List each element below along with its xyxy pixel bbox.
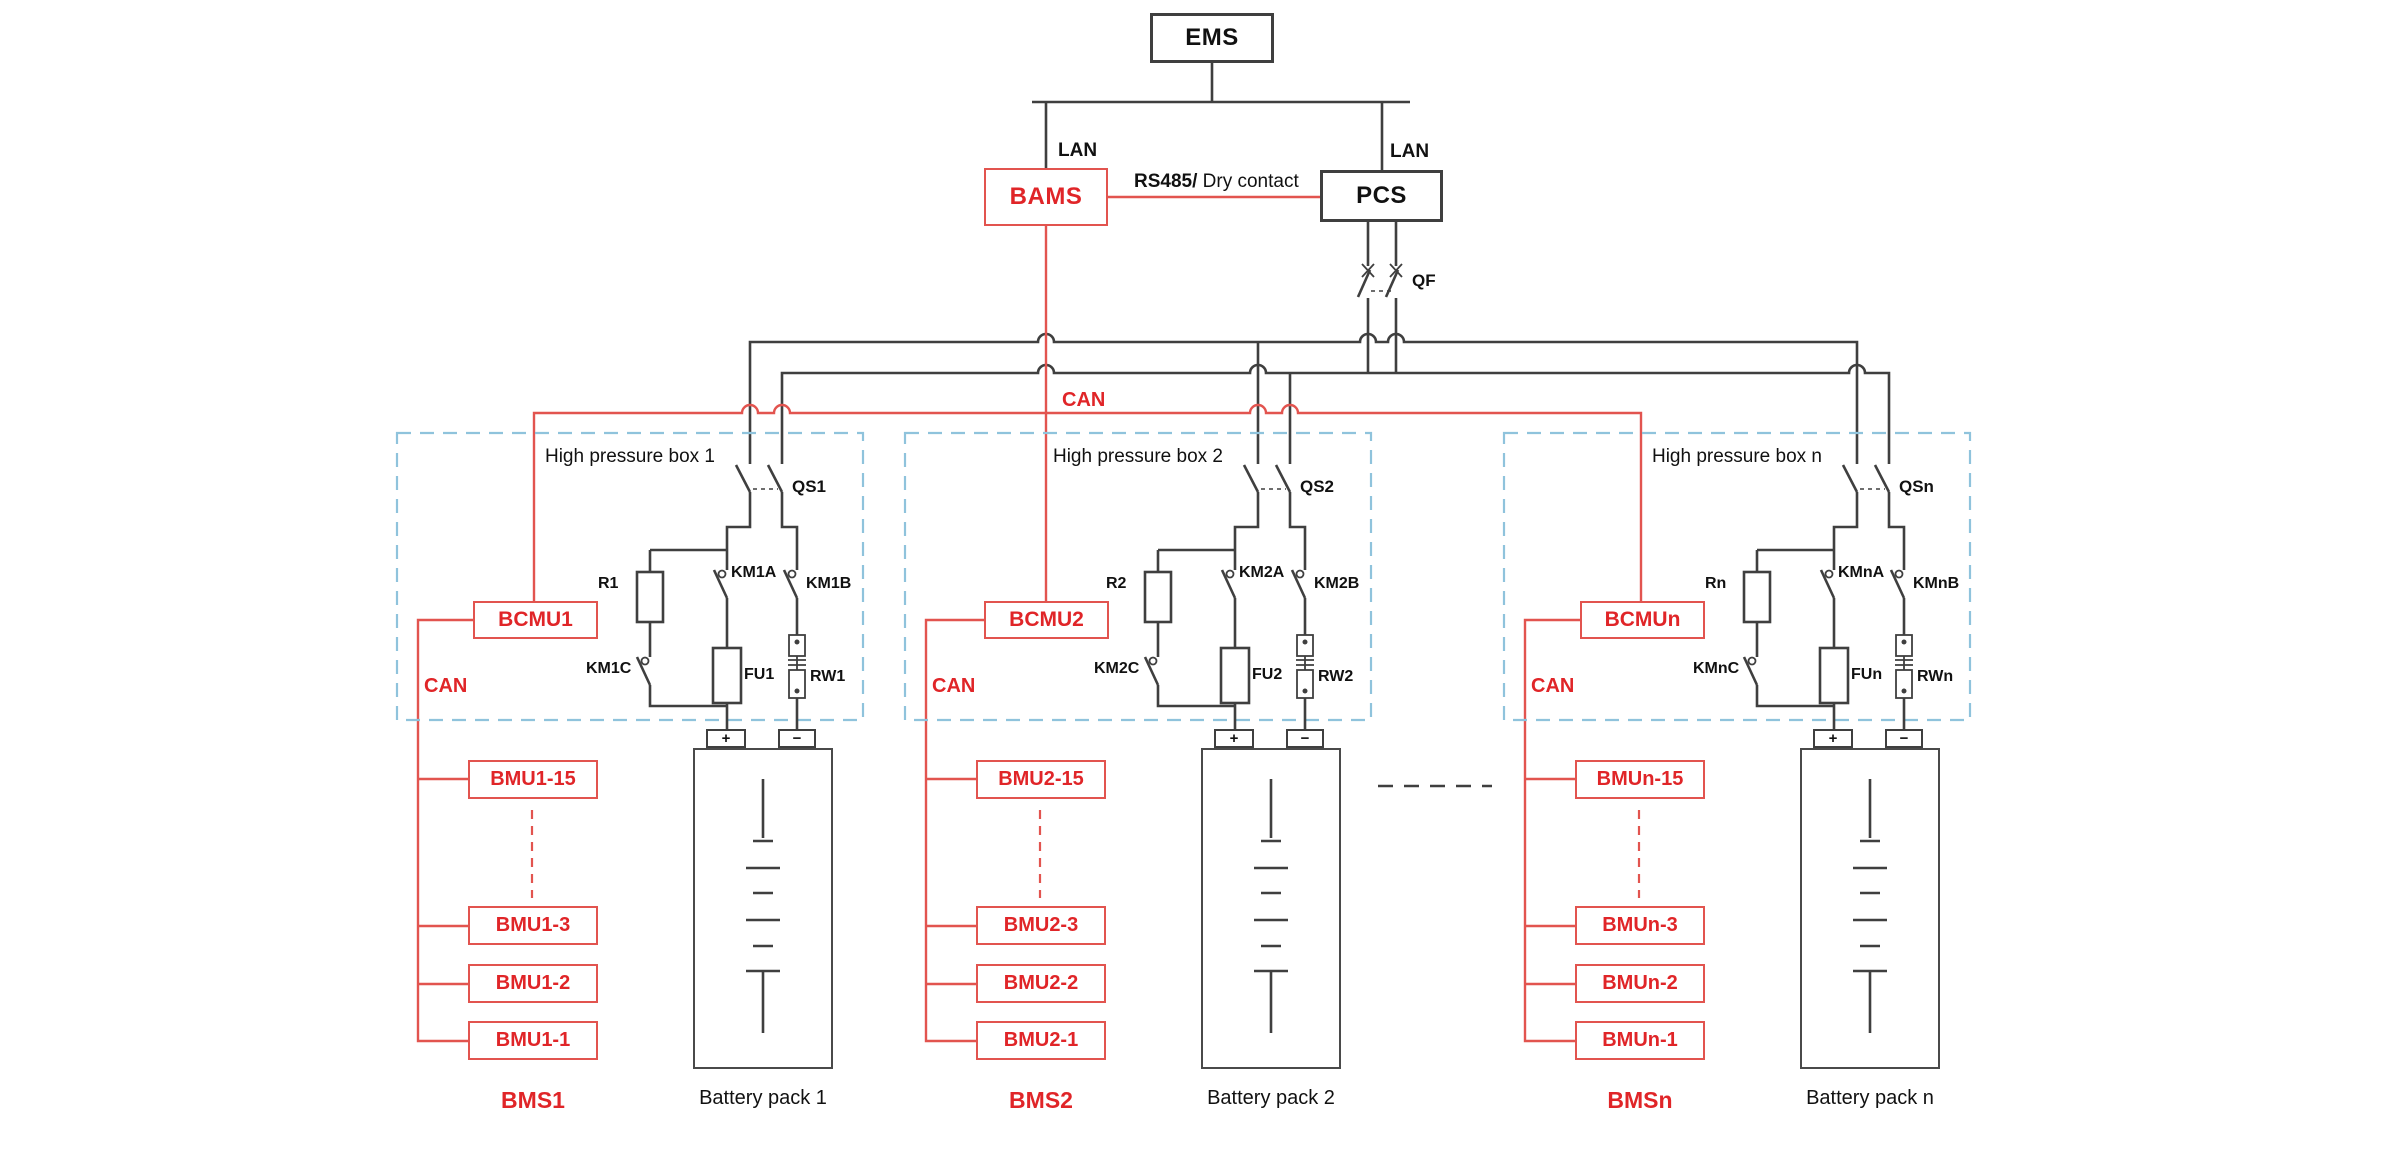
- battery-pack-2-box: [1201, 748, 1341, 1069]
- rs485-dry-contact-label: RS485/ Dry contact: [1134, 172, 1299, 192]
- ems-box: EMS: [1150, 13, 1274, 63]
- bmu2-1-box: BMU2-1: [976, 1021, 1106, 1060]
- rwn-label: RWn: [1917, 668, 1954, 685]
- high-pressure-box-1-title: High pressure box 1: [544, 446, 716, 467]
- km2c-label: KM2C: [1094, 660, 1140, 677]
- high-pressure-box-2-title: High pressure box 2: [1052, 446, 1224, 467]
- battery1-minus-terminal: −: [778, 729, 816, 748]
- bmun-3-box: BMUn-3: [1575, 906, 1705, 945]
- battery-pack-2-label: Battery pack 2: [1207, 1087, 1335, 1109]
- qs1-label: QS1: [792, 477, 827, 496]
- rw1-label: RW1: [810, 668, 846, 685]
- can-label-n: CAN: [1531, 675, 1575, 697]
- bcmu1-box: BCMU1: [473, 601, 598, 639]
- r2-label: R2: [1106, 575, 1127, 592]
- bmu1-15-box: BMU1-15: [468, 760, 598, 799]
- bams-label: BAMS: [1009, 183, 1083, 210]
- bmu2-15-box: BMU2-15: [976, 760, 1106, 799]
- fun-label: FUn: [1851, 666, 1883, 683]
- batteryn-plus-terminal: +: [1813, 729, 1853, 748]
- bmu1-2-box: BMU1-2: [468, 964, 598, 1003]
- battery2-minus-terminal: −: [1286, 729, 1324, 748]
- battery-pack-n-label: Battery pack n: [1806, 1087, 1934, 1109]
- fu2-label: FU2: [1252, 666, 1283, 683]
- bcmu2-box: BCMU2: [984, 601, 1109, 639]
- can-label-1: CAN: [424, 675, 468, 697]
- pcs-label: PCS: [1356, 182, 1407, 209]
- rn-label: Rn: [1705, 575, 1727, 592]
- km1a-label: KM1A: [731, 564, 777, 581]
- can-bus-label: CAN: [1062, 389, 1106, 411]
- battery2-plus-terminal: +: [1214, 729, 1254, 748]
- dry-contact-label: Dry contact: [1202, 171, 1299, 192]
- r1-label: R1: [598, 575, 619, 592]
- battery1-plus-terminal: +: [706, 729, 746, 748]
- bmu2-2-box: BMU2-2: [976, 964, 1106, 1003]
- bams-box: BAMS: [984, 168, 1108, 226]
- kmnb-label: KMnB: [1913, 575, 1960, 592]
- bcmun-box: BCMUn: [1580, 601, 1705, 639]
- bmu1-1-box: BMU1-1: [468, 1021, 598, 1060]
- can-wiring: [416, 195, 1643, 1043]
- battery-pack-n-box: [1800, 748, 1940, 1069]
- bms1-label: BMS1: [501, 1087, 565, 1113]
- top-bus: [748, 332, 1859, 464]
- km1b-label: KM1B: [806, 575, 852, 592]
- section2-power-wiring: [1143, 464, 1314, 1033]
- battery-pack-1-label: Battery pack 1: [699, 1087, 827, 1109]
- lan-left-label: LAN: [1058, 140, 1098, 161]
- fu1-label: FU1: [744, 666, 775, 683]
- qf-label: QF: [1412, 271, 1436, 290]
- qsn-label: QSn: [1899, 477, 1934, 496]
- can-label-2: CAN: [932, 675, 976, 697]
- rs485-label: RS485/: [1134, 171, 1198, 192]
- section1-power-wiring: [635, 464, 806, 1033]
- pcs-box: PCS: [1320, 170, 1443, 222]
- lan-right-label: LAN: [1390, 141, 1430, 162]
- batteryn-minus-terminal: −: [1885, 729, 1923, 748]
- can-bus-line: [532, 403, 1643, 601]
- high-pressure-box-n-title: High pressure box n: [1651, 446, 1823, 467]
- bms2-label: BMS2: [1009, 1087, 1073, 1113]
- ems-label: EMS: [1185, 24, 1239, 51]
- km2b-label: KM2B: [1314, 575, 1360, 592]
- sectionN-power-wiring: [1742, 464, 1913, 1033]
- bmun-15-box: BMUn-15: [1575, 760, 1705, 799]
- dc-bus-wiring: [748, 332, 1891, 464]
- battery-pack-1-box: [693, 748, 833, 1069]
- kmnc-label: KMnC: [1693, 660, 1740, 677]
- rw2-label: RW2: [1318, 668, 1354, 685]
- bmsn-label: BMSn: [1607, 1087, 1673, 1113]
- km1c-label: KM1C: [586, 660, 632, 677]
- bmun-2-box: BMUn-2: [1575, 964, 1705, 1003]
- qs2-label: QS2: [1300, 477, 1335, 496]
- bmun-1-box: BMUn-1: [1575, 1021, 1705, 1060]
- bmu2-3-box: BMU2-3: [976, 906, 1106, 945]
- bmu1-3-box: BMU1-3: [468, 906, 598, 945]
- header-wiring: [1032, 63, 1410, 373]
- km2a-label: KM2A: [1239, 564, 1285, 581]
- high-pressure-box-outlines: [395, 431, 1972, 722]
- kmna-label: KMnA: [1838, 564, 1885, 581]
